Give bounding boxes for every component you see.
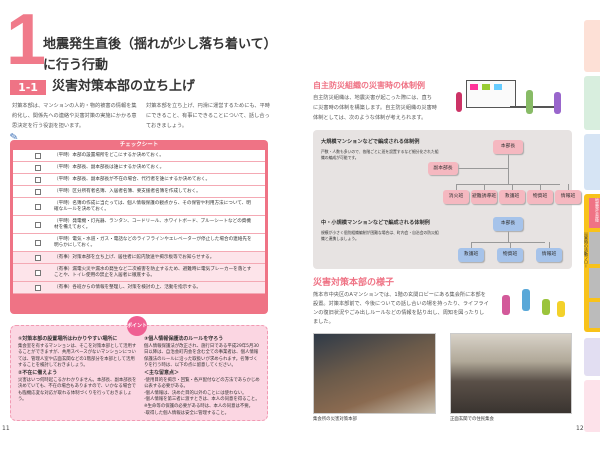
page-number: 11 <box>2 425 10 432</box>
note-item: -使用目的を掲示・回覧・各戸配付などの方法であらかじめ公表する必要がある。 <box>143 377 260 390</box>
point-text: 個人情報保護法が改正され、施行日である平成29年5月30日以降は、自治会町内会を… <box>143 343 259 369</box>
org-box-team: 物資班 <box>527 190 553 204</box>
small-org-desc: 規模が小さく個別組織編制が困難な場合は、町内会・自治会の防災組織と連携しましょう… <box>321 230 439 241</box>
chapter-number: 1 <box>6 0 47 80</box>
section-badge: 1-1 <box>10 80 46 95</box>
checklist-item: （平時）発電機・灯光器、ランタン、コードリール、ホワイトボード、ブルーシートなど… <box>13 216 265 234</box>
checklist-item: （有事）各班からの情報を整理し、対策を検討の上、活動を指示する。 <box>13 282 265 294</box>
checklist-item-text: （平時）本部の設置場所をどこにするか決めておく。 <box>54 152 165 158</box>
note-item: -個人情報は、決めた目的以外のことには使わない。 <box>143 390 247 396</box>
checklist-item-text: （平時）発電機・灯光器、ランタン、コードリール、ホワイトボード、ブルーシートなど… <box>54 218 251 230</box>
checklist-item: （平時）名簿の作成に当たっては、個人情報保護の観点から、その保管や利用方法につい… <box>13 198 265 216</box>
checklist: チェックシート （平時）本部の設置場所をどこにするか決めておく。 （平時）本部長、… <box>10 140 268 314</box>
photo-hq-room <box>313 333 436 414</box>
checkbox[interactable] <box>35 269 41 276</box>
side-tab[interactable] <box>584 76 600 130</box>
photo-caption: 集会所の災害対策本部 <box>313 417 357 422</box>
point-text: 集会室を有するマンションは、そこを対策本部として活用することができますが、共用ス… <box>18 343 137 369</box>
org-box-team: 物資班 <box>497 248 523 262</box>
checklist-item: （平時）電気・水道・ガス・電話などのライフラインやエレベーターが停止した場合の連… <box>13 234 265 252</box>
side-tab-active[interactable]: 地震発生直後 <box>589 198 600 228</box>
note-item: -個人情報を第三者に渡すときは、本人の同意を得ること。 <box>143 397 260 403</box>
checklist-item-text: （有事）対策本部を立ち上げ、居住者に館内放送や掲示板等でお知らせする。 <box>54 254 215 260</box>
checklist-item: （平時）本部長、副本部長は誰にするか決めておく。 <box>13 162 265 174</box>
page-title: 地震発生直後（揺れが少し落ち着いて） に行う行動 <box>43 34 277 76</box>
side-tab[interactable] <box>584 20 600 72</box>
checklist-item-text: （有事）各班からの情報を整理し、対策を検討の上、活動を指示する。 <box>54 284 202 290</box>
org-box-team: 情報班 <box>536 248 562 262</box>
side-tab[interactable] <box>584 338 600 376</box>
checklist-item-text: （平時）名簿の作成に当たっては、個人情報保護の観点から、その保管や利用方法につい… <box>54 200 251 212</box>
side-tab-group-label: 災害時の活動フロー <box>584 232 589 268</box>
hq-text: 熊本市中央区のAマンションでは、1階の玄関ロビーにある集会所に本部を設置。対策本… <box>313 292 489 325</box>
side-tab[interactable] <box>584 134 600 190</box>
side-tab-group[interactable]: 地震発生直後 災害時の活動フロー <box>584 194 600 332</box>
checkbox[interactable] <box>35 284 41 291</box>
checklist-item: （平時）本部長、副本部長が不在の場合、代行者を誰にするか決めておく。 <box>13 174 265 186</box>
large-org-desc: 戸数・人数も多いので、各階ごとに班を設置するなど細分化された組織の編成が可能です… <box>321 149 439 160</box>
title-line: に行う行動 <box>43 58 109 73</box>
point-heading: ②不在に備えよう <box>18 369 58 376</box>
org-box-head: 本部長 <box>493 217 523 231</box>
checklist-item: （平時）区分所有者名簿、入居者名簿、要支援者名簿を作成しておく。 <box>13 186 265 198</box>
point-heading: ＜主な留意点＞ <box>143 369 179 376</box>
checklist-item-text: （平時）本部長、副本部長は誰にするか決めておく。 <box>54 164 165 170</box>
section-title: 災害対策本部の立ち上げ <box>52 79 196 94</box>
org-box-deputy: 副本部長 <box>428 162 458 175</box>
small-org-title: 中・小規模マンションなどで編成される体制例 <box>321 220 430 226</box>
checkbox[interactable] <box>35 254 41 261</box>
note-item: ※生命等の保護の必要がある時は、本人の同意は不要。 <box>143 403 254 409</box>
org-box-team: 救護班 <box>499 190 525 204</box>
checkbox[interactable] <box>35 188 41 195</box>
checkbox[interactable] <box>35 203 41 210</box>
page-number: 12 <box>576 425 584 432</box>
intro-text: 対策本部は、マンションの人的・物的被害の情報を集約化し、関係先への連絡や災害対策… <box>12 103 137 129</box>
photo-residents-meeting <box>450 333 572 414</box>
hq-heading: 災害対策本部の様子 <box>313 278 395 288</box>
point-box: ①対策本部の設置場所はわかりやすい場所に 集会室を有するマンションは、そこを対策… <box>10 325 268 421</box>
photo-caption: 正面玄関での住民集会 <box>450 417 494 422</box>
checkbox[interactable] <box>35 164 41 171</box>
checklist-item: （有事）漏電火災や漏水の発生など二次被害を防止するため、避難時に電気ブレーカーを… <box>13 264 265 282</box>
note-item: -取得した個人情報は安全に管理すること。 <box>143 410 229 416</box>
checklist-item-text: （平時）本部長、副本部長が不在の場合、代行者を誰にするか決めておく。 <box>54 176 211 182</box>
side-tab[interactable] <box>584 380 600 432</box>
org-text: 自主防災組織は、地震災害が起こった際には、直ちに災害時の体制を構築します。自主防… <box>313 95 437 121</box>
checklist-item-text: （有事）漏電火災や漏水の発生など二次被害を防止するため、避難時に電気ブレーカーを… <box>54 266 252 278</box>
intro-text: 対策本部を立ち上げ、円滑に運営するためにも、平時にできること、有事にできることに… <box>146 103 270 129</box>
meeting-illustration <box>450 78 565 126</box>
checklist-item-text: （平時）区分所有者名簿、入居者名簿、要支援者名簿を作成しておく。 <box>54 188 201 194</box>
point-heading: ③個人情報保護法のルールを守ろう <box>143 336 224 342</box>
residents-illustration <box>494 285 569 325</box>
checkbox[interactable] <box>35 239 41 246</box>
point-col: ③個人情報保護法のルールを守ろう 個人情報保護法が改正され、施行日である平成29… <box>144 336 260 417</box>
org-heading: 自主防災組織の災害時の体制例 <box>313 81 425 90</box>
point-col: ①対策本部の設置場所はわかりやすい場所に 集会室を有するマンションは、そこを対策… <box>18 336 137 417</box>
org-box-team: 救護班 <box>458 248 484 262</box>
org-chart-box: 大規模マンションなどで編成される体制例 戸数・人数も多いので、各階ごとに班を設置… <box>313 130 581 269</box>
org-box-team: 避難誘導班 <box>471 190 497 204</box>
org-box-team: 消火班 <box>443 190 469 204</box>
org-box-team: 情報班 <box>555 190 581 204</box>
checkbox[interactable] <box>35 176 41 183</box>
point-heading: ①対策本部の設置場所はわかりやすい場所に <box>18 336 118 342</box>
checklist-item-text: （平時）電気・水道・ガス・電話などのライフラインやエレベーターが停止した場合の連… <box>54 236 252 248</box>
checklist-item: （平時）本部の設置場所をどこにするか決めておく。 <box>13 150 265 162</box>
org-box-head: 本部長 <box>493 140 523 154</box>
large-org-title: 大規模マンションなどで編成される体制例 <box>321 139 420 145</box>
checklist-item: （有事）対策本部を立ち上げ、居住者に館内放送や掲示板等でお知らせする。 <box>13 252 265 264</box>
checkbox[interactable] <box>35 221 41 228</box>
checklist-header: チェックシート <box>119 142 159 148</box>
point-badge: ポイント <box>127 316 147 336</box>
checkbox[interactable] <box>35 152 41 159</box>
point-text: 災害はいつ何時起こるかわかりません。本部長、副本部長を決めていても、不在の場合も… <box>18 377 137 403</box>
title-line: 地震発生直後（揺れが少し落ち着いて） <box>43 37 277 52</box>
